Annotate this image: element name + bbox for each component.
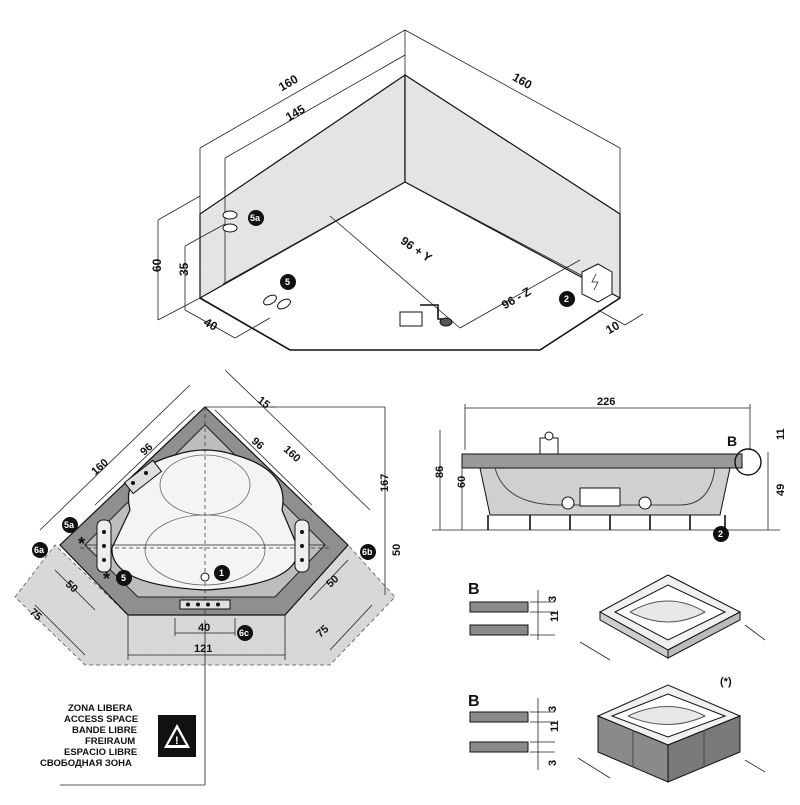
side-elevation: B 226 86 60 11 49 2 bbox=[432, 396, 787, 542]
tub-legs bbox=[487, 515, 726, 530]
dim-40: 40 bbox=[198, 622, 210, 634]
svg-text:5a: 5a bbox=[64, 520, 75, 530]
jets-left bbox=[96, 519, 112, 573]
drain-trap bbox=[399, 304, 453, 327]
dim-96-minus-z: 96 - Z bbox=[499, 284, 533, 312]
mixer-controls bbox=[123, 459, 163, 495]
jets-right bbox=[294, 519, 310, 573]
detail-2-asterisk: (*) bbox=[720, 676, 732, 688]
svg-text:5: 5 bbox=[121, 573, 126, 583]
svg-text:2: 2 bbox=[564, 294, 569, 304]
svg-text:5a: 5a bbox=[250, 213, 261, 223]
badge-5a-plan: 5a bbox=[62, 517, 78, 533]
right-wall bbox=[404, 73, 621, 300]
detail-2-tub-with-panel bbox=[577, 684, 766, 783]
legend-line-1: ZONA LIBERA bbox=[68, 703, 133, 714]
legend-line-4: FREIRAUM bbox=[85, 736, 135, 747]
star-marker-upper: * bbox=[78, 534, 85, 554]
dim-60: 60 bbox=[150, 258, 164, 272]
detail-2-top-plate bbox=[469, 711, 529, 723]
detail-1-b: B bbox=[468, 581, 480, 598]
detail-1-top-plate bbox=[469, 601, 529, 613]
dim-40: 40 bbox=[201, 315, 220, 334]
dim-96-left: 96 bbox=[138, 441, 155, 458]
dim-167: 167 bbox=[379, 474, 391, 492]
dim-96-right: 96 bbox=[249, 435, 266, 452]
legend-line-6: СВОБОДНАЯ ЗОНА bbox=[40, 758, 132, 769]
dim-121: 121 bbox=[194, 643, 212, 655]
room-isometric-view: 160 145 160 60 35 40 96 + Y 96 - Z 10 5a… bbox=[150, 29, 644, 351]
dim-145: 145 bbox=[283, 102, 308, 124]
faucet-side bbox=[539, 431, 559, 455]
electrical-box bbox=[581, 263, 613, 303]
pump-motor bbox=[561, 487, 652, 510]
badge-6c-plan: 6c bbox=[237, 625, 253, 641]
dim-50-right: 50 bbox=[391, 544, 403, 556]
detail-b-callout: B bbox=[727, 433, 762, 476]
dim-15: 15 bbox=[255, 394, 272, 411]
detail-section-1: B 3 11 bbox=[468, 574, 766, 661]
svg-text:6b: 6b bbox=[362, 547, 373, 557]
control-panel-front bbox=[179, 599, 231, 610]
dim-160-right: 160 bbox=[281, 444, 303, 465]
detail-b-label: B bbox=[727, 433, 737, 449]
svg-text:5: 5 bbox=[285, 277, 290, 287]
badge-6a-plan: 6a bbox=[32, 542, 48, 558]
svg-text:2: 2 bbox=[718, 529, 723, 539]
detail-2-dim-11: 11 bbox=[549, 720, 561, 732]
dim-160-left: 160 bbox=[276, 72, 301, 94]
svg-text:6a: 6a bbox=[34, 545, 45, 555]
badge-2-side: 2 bbox=[713, 526, 729, 542]
dim-49: 49 bbox=[775, 484, 787, 496]
detail-2-bottom-plate bbox=[469, 741, 529, 753]
access-space-legend: ZONA LIBERA ACCESS SPACE BANDE LIBRE FRE… bbox=[40, 703, 196, 769]
detail-1-bottom-plate bbox=[469, 624, 529, 636]
legend-line-3: BANDE LIBRE bbox=[72, 725, 137, 736]
svg-text:6c: 6c bbox=[239, 628, 249, 638]
warning-exclamation: ! bbox=[175, 735, 179, 747]
dim-96-plus-y: 96 + Y bbox=[398, 234, 435, 265]
floor-outlet-5 bbox=[263, 294, 291, 310]
dim-35: 35 bbox=[177, 262, 191, 276]
dim-10: 10 bbox=[603, 318, 622, 337]
tub-rim bbox=[461, 453, 743, 469]
wall-outlet-5a bbox=[222, 210, 238, 233]
detail-1-dim-11: 11 bbox=[549, 610, 561, 622]
dim-11-side: 11 bbox=[775, 428, 787, 440]
detail-2-b: B bbox=[468, 693, 480, 710]
badge-2-top: 2 bbox=[559, 291, 575, 307]
dim-60-side: 60 bbox=[456, 476, 468, 488]
legend-line-5: ESPACIO LIBRE bbox=[64, 747, 137, 758]
detail-1-tub-perspective bbox=[579, 574, 766, 661]
badge-6b-plan: 6b bbox=[360, 544, 376, 560]
dim-226: 226 bbox=[597, 396, 615, 408]
detail-2-dim-3-lower: 3 bbox=[547, 760, 559, 766]
svg-text:1: 1 bbox=[219, 568, 224, 578]
badge-5a-top: 5a bbox=[248, 210, 264, 226]
dim-160-right: 160 bbox=[510, 70, 535, 92]
access-space-zone bbox=[14, 544, 396, 666]
dim-86: 86 bbox=[434, 466, 446, 478]
detail-2-dim-3: 3 bbox=[547, 706, 559, 712]
badge-5-plan: 5 bbox=[116, 570, 132, 586]
floor-outline bbox=[199, 297, 621, 351]
legend-line-2: ACCESS SPACE bbox=[64, 714, 138, 725]
plan-view: 15 96 96 160 160 167 50 50 50 75 75 40 1… bbox=[14, 369, 403, 786]
detail-section-2: B 3 11 3 (*) bbox=[468, 676, 766, 783]
detail-1-dim-3: 3 bbox=[547, 596, 559, 602]
badge-5-top: 5 bbox=[280, 274, 296, 290]
badge-1-plan: 1 bbox=[214, 565, 230, 581]
dim-160-left: 160 bbox=[89, 457, 111, 478]
star-marker-lower: * bbox=[103, 569, 110, 589]
